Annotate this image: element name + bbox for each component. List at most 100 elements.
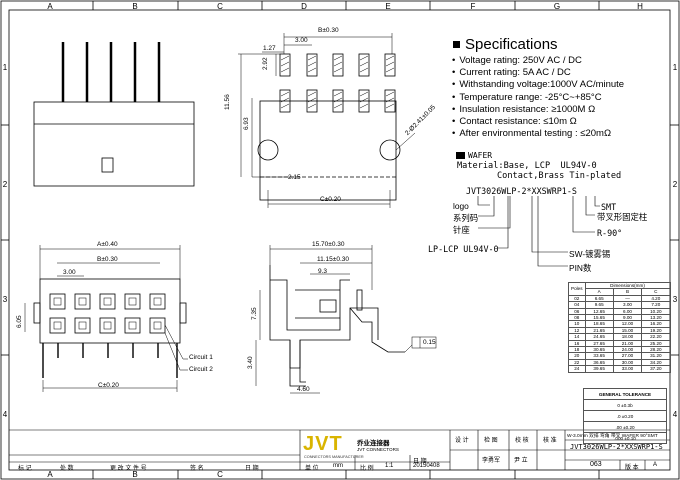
callout-header: 针座 <box>453 225 470 235</box>
material-line-2: Contact,Brass Tin-plated <box>497 171 622 181</box>
callout-r90: R-90° <box>597 228 623 238</box>
dim-top-3: 3.00 <box>295 37 308 44</box>
table-cell: 34.20 <box>641 358 671 367</box>
logo-chinese-name: 乔业连接器 <box>357 440 390 447</box>
circuit-2-label: Circuit 2 <box>189 366 213 373</box>
zone-col-f: F <box>470 2 476 11</box>
zone-row-3: 3 <box>2 295 8 304</box>
label-check: 检 图 <box>484 438 498 444</box>
title-block-lines <box>9 429 670 470</box>
label-verify: 校 核 <box>515 438 529 444</box>
zone-row-4: 4 <box>2 410 8 419</box>
label-design: 设 计 <box>455 438 469 444</box>
zone-col-a: A <box>47 2 53 11</box>
zone-row-1-right: 1 <box>672 63 678 72</box>
table-cell: 28.20 <box>641 346 671 354</box>
zone-col-c: C <box>217 2 223 11</box>
front-view <box>24 245 188 392</box>
tolerance-row: .000 ±0.10 <box>583 432 667 444</box>
callout-series: 系列码 <box>453 213 479 223</box>
tolerance-row: .00 ±0.20 <box>583 421 667 433</box>
table-cell: 7.20 <box>641 301 671 309</box>
table-subheader: C <box>641 288 671 296</box>
rev-label-count: 处 数 <box>60 466 74 472</box>
dim-top-215: 2.15 <box>288 174 301 181</box>
square-bullet-icon <box>456 152 465 159</box>
callout-fork-post: 带叉形固定柱 <box>597 212 648 222</box>
tolerance-row: 0 ±0.3b <box>583 399 667 411</box>
dim-top-1156: 11.56 <box>224 94 231 110</box>
zone-col-b-bottom: B <box>132 470 138 479</box>
table-header: Dimensions(mm) <box>584 281 671 290</box>
table-cell: 13.20 <box>641 313 671 322</box>
spec-item: Withstanding voltage:1000V AC/minute <box>452 79 624 91</box>
table-header: Poles <box>568 282 586 296</box>
callout-sw: SW-镀雾锡 <box>569 249 611 259</box>
zone-row-2-right: 2 <box>672 180 678 189</box>
spec-item: Voltage rating: 250V AC / DC <box>452 55 624 67</box>
zone-row-3-right: 3 <box>672 295 678 304</box>
side-profile-view <box>33 42 195 187</box>
side-section-view <box>255 245 437 394</box>
logo-tagline: CONNECTORS MANUFACTURER <box>304 455 364 459</box>
zone-col-d: D <box>301 2 307 11</box>
dim-front-605: 6.05 <box>16 315 23 328</box>
dim-top-693: 6.93 <box>243 117 250 130</box>
table-cell: 31.20 <box>641 352 671 360</box>
part-number-code: JVT3026WLP-2*XXSWRP1-S <box>466 186 577 196</box>
spec-item: Temperature range: -25°C~+85°C <box>452 92 624 104</box>
table-cell: 10.20 <box>641 307 671 316</box>
spec-item: After environmental testing : ≤20mΩ <box>452 128 624 140</box>
dim-top-b: B±0.30 <box>318 27 339 34</box>
zone-row-4-right: 4 <box>672 410 678 419</box>
table-cell: 22.20 <box>641 333 671 341</box>
table-cell: 24 <box>568 365 586 373</box>
jvt-logo: JVT <box>303 433 343 455</box>
dim-side-340: 3.40 <box>247 356 254 369</box>
spec-item: Contact resistance: ≤10m Ω <box>452 116 624 128</box>
sheet-number: 063 <box>590 461 602 468</box>
spec-item: Current rating: 5A AC / DC <box>452 67 624 79</box>
designer-name: 李勇军 <box>482 458 501 464</box>
zone-col-h: H <box>637 2 643 11</box>
date-value: 20150408 <box>413 463 440 469</box>
unit-label: 单 位 <box>305 466 319 472</box>
table-cell: 4.20 <box>641 294 671 303</box>
dim-top-127: 1.27 <box>263 45 276 52</box>
zone-col-c-bottom: C <box>217 470 223 479</box>
flatness-value: 0.15 <box>423 339 436 346</box>
zone-row-2: 2 <box>2 180 8 189</box>
zone-col-e: E <box>385 2 391 11</box>
table-cell: 37.20 <box>641 365 671 373</box>
spec-item: Insulation resistance: ≥1000M Ω <box>452 104 624 116</box>
dim-side-93: 9.3 <box>318 268 328 275</box>
callout-logo: logo <box>453 201 469 211</box>
square-bullet-icon <box>453 41 460 48</box>
dim-side-735: 7.35 <box>251 307 258 320</box>
specifications-heading: Specifications <box>453 36 558 53</box>
wafer-label: WAFER <box>468 151 493 160</box>
rev-label-sign: 签 名 <box>190 466 204 472</box>
label-approve: 核 准 <box>543 438 557 444</box>
drawing-description: W-3.0mm 双排 弯角 带叉 WAFER 90°SMT <box>567 434 658 439</box>
version-value: A <box>653 462 658 468</box>
material-text: Material:Base, LCP UL94V-0 Contact,Brass… <box>457 161 621 181</box>
logo-english-name: JVT CONNECTORS <box>357 447 399 452</box>
date-label: 日 期 <box>413 459 427 465</box>
dim-side-1115: 11.15±0.30 <box>317 256 350 263</box>
dim-side-460: 4.60 <box>297 386 310 393</box>
unit-value: mm <box>333 463 343 469</box>
dim-front-3: 3.00 <box>63 269 76 276</box>
wafer-heading: WAFER <box>456 151 492 160</box>
